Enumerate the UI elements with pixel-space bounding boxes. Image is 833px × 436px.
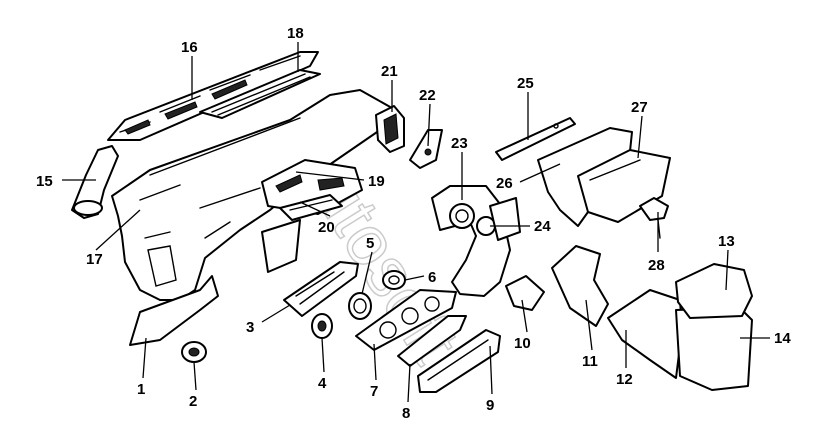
part-2-knob xyxy=(181,341,207,363)
callout-7: 7 xyxy=(370,383,378,400)
callout-12: 12 xyxy=(616,371,633,388)
callout-5: 5 xyxy=(366,235,374,252)
part-21-right-vent xyxy=(375,105,405,153)
callout-20: 20 xyxy=(318,219,335,236)
part-3-cluster-hood xyxy=(283,261,359,317)
callout-8: 8 xyxy=(402,405,410,422)
callout-23: 23 xyxy=(451,135,468,152)
part-12-console-front xyxy=(607,289,683,379)
callout-24: 24 xyxy=(534,218,551,235)
part-16-defroster-duct xyxy=(107,51,319,141)
callout-27: 27 xyxy=(631,99,648,116)
part-23-steering-bracket xyxy=(431,185,511,297)
callout-21: 21 xyxy=(381,63,398,80)
part-8-cluster-lens xyxy=(397,315,467,367)
callout-labels: 1 2 3 4 5 6 7 8 9 10 11 12 13 14 15 16 1… xyxy=(36,25,791,422)
callout-13: 13 xyxy=(718,233,735,250)
part-17-dashboard-panel xyxy=(111,89,393,301)
callout-11: 11 xyxy=(582,353,598,370)
part-4-switch xyxy=(311,313,333,339)
callout-19: 19 xyxy=(368,173,385,190)
leader-lines xyxy=(62,42,770,403)
part-10-lower-column-cover xyxy=(505,275,545,311)
part-22-side-cover xyxy=(409,129,443,169)
part-28-latch xyxy=(639,197,669,239)
callout-14: 14 xyxy=(774,330,791,347)
part-13-armrest xyxy=(675,263,753,319)
callout-15: 15 xyxy=(36,173,53,190)
callout-6: 6 xyxy=(428,269,436,286)
part-9-cluster-bezel xyxy=(417,329,501,393)
part-25-trim-strip xyxy=(495,117,576,161)
callout-28: 28 xyxy=(648,257,665,274)
callout-10: 10 xyxy=(514,335,531,352)
part-18-defroster-grille xyxy=(199,69,321,119)
part-1-lower-panel xyxy=(129,275,219,346)
part-15-side-duct xyxy=(71,145,119,219)
part-7-cluster-case xyxy=(355,289,457,351)
callout-26: 26 xyxy=(496,175,513,192)
callout-2: 2 xyxy=(189,393,197,410)
part-6-gauge-small xyxy=(382,270,406,290)
part-14-console-body xyxy=(675,307,753,391)
callout-1: 1 xyxy=(137,381,145,398)
callout-4: 4 xyxy=(318,375,327,392)
callout-22: 22 xyxy=(419,87,436,104)
callout-3: 3 xyxy=(246,319,254,336)
part-5-gauge xyxy=(348,292,372,320)
callout-9: 9 xyxy=(486,397,494,414)
part-11-knee-bolster xyxy=(551,245,609,327)
callout-16: 16 xyxy=(181,39,198,56)
callout-25: 25 xyxy=(517,75,534,92)
part-24-column-cover xyxy=(489,197,521,241)
callout-17: 17 xyxy=(86,251,103,268)
callout-18: 18 xyxy=(287,25,304,42)
